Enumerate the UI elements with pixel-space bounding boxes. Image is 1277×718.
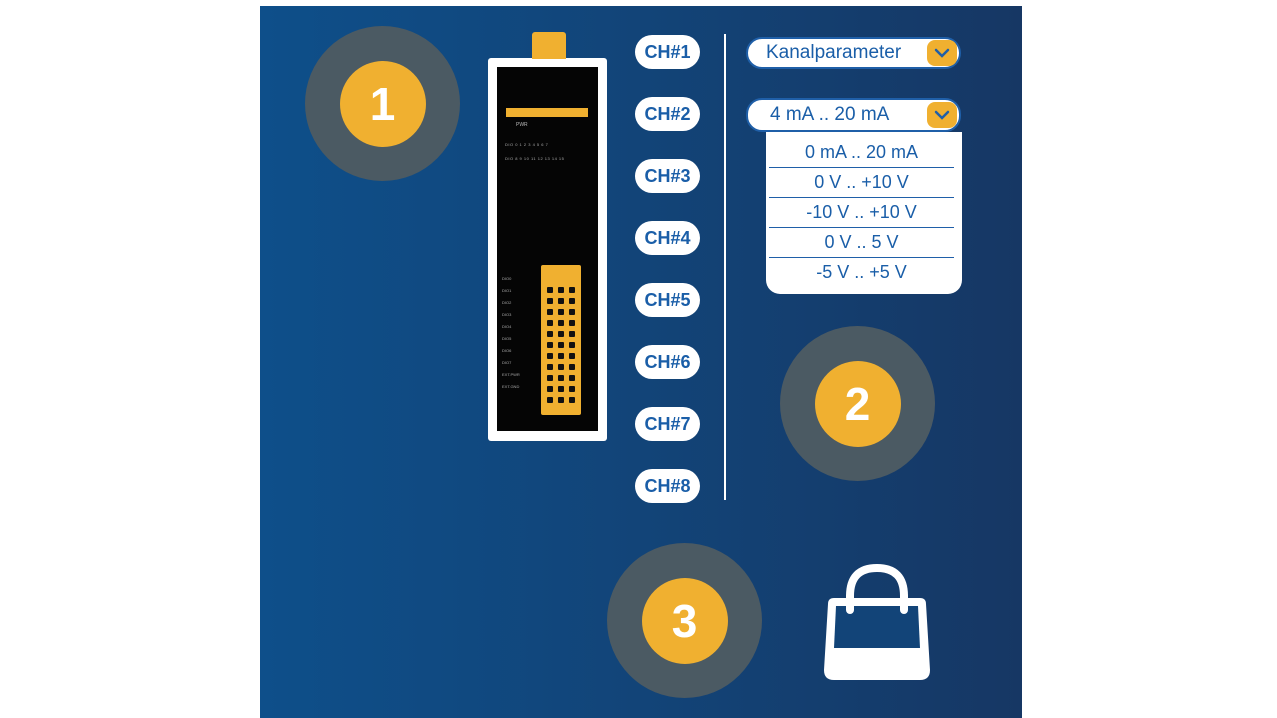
terminal-cell xyxy=(547,342,553,348)
terminal-cell xyxy=(547,386,553,392)
device-latch xyxy=(532,32,566,59)
channel-button-8[interactable]: CH#8 xyxy=(635,469,700,503)
device-pwr-label: PWR xyxy=(516,122,528,128)
step-3-badge: 3 xyxy=(607,543,762,698)
terminal-cell xyxy=(558,309,564,315)
terminal-cell xyxy=(547,397,553,403)
range-option[interactable]: -5 V .. +5 V xyxy=(816,262,907,282)
step-3-number: 3 xyxy=(641,577,728,664)
terminal-cell xyxy=(569,364,575,370)
terminal-cell xyxy=(547,320,553,326)
channel-button-6[interactable]: CH#6 xyxy=(635,345,700,379)
terminal-cell xyxy=(558,386,564,392)
terminal-cell xyxy=(569,320,575,326)
step-2-badge: 2 xyxy=(780,326,935,481)
channel-button-4[interactable]: CH#4 xyxy=(635,221,700,255)
terminal-cell xyxy=(547,353,553,359)
terminal-cell xyxy=(569,353,575,359)
channel-button-7[interactable]: CH#7 xyxy=(635,407,700,441)
range-option[interactable]: 0 mA .. 20 mA xyxy=(804,142,919,162)
terminal-cell xyxy=(547,309,553,315)
step-2-number: 2 xyxy=(814,360,901,447)
step-1-number: 1 xyxy=(339,60,426,147)
terminal-cell xyxy=(547,375,553,381)
io-module-image: PWR DIO 0 1 2 3 4 5 6 7 DIO 8 9 10 11 12… xyxy=(488,32,607,441)
terminal-cell xyxy=(569,287,575,293)
terminal-cell xyxy=(547,287,553,293)
terminal-cell xyxy=(558,364,564,370)
chevron-down-icon[interactable] xyxy=(927,102,957,128)
terminal-cell xyxy=(569,309,575,315)
option-separator xyxy=(769,197,954,198)
terminal-cell xyxy=(569,342,575,348)
option-separator xyxy=(769,257,954,258)
range-option[interactable]: -10 V .. +10 V xyxy=(806,202,917,222)
option-separator xyxy=(769,227,954,228)
terminal-cell xyxy=(558,331,564,337)
range-option[interactable]: 0 V .. 5 V xyxy=(824,232,899,252)
terminal-cell xyxy=(547,364,553,370)
channel-button-3[interactable]: CH#3 xyxy=(635,159,700,193)
channel-button-2[interactable]: CH#2 xyxy=(635,97,700,131)
chevron-down-icon[interactable] xyxy=(927,40,957,66)
configurator-panel: 1 PWR DIO 0 1 2 3 4 5 6 7 DIO 8 9 10 11 … xyxy=(260,6,1022,718)
device-front: PWR DIO 0 1 2 3 4 5 6 7 DIO 8 9 10 11 12… xyxy=(497,67,598,431)
terminal-cell xyxy=(569,331,575,337)
terminal-cell xyxy=(558,397,564,403)
terminal-cell xyxy=(558,353,564,359)
step-1-badge: 1 xyxy=(305,26,460,181)
terminal-cell xyxy=(558,298,564,304)
range-dropdown[interactable]: 4 mA .. 20 mA xyxy=(746,98,961,132)
terminal-cell xyxy=(569,375,575,381)
device-dio-row-2: DIO 8 9 10 11 12 13 14 15 xyxy=(505,156,565,161)
channel-button-5[interactable]: CH#5 xyxy=(635,283,700,317)
terminal-cell xyxy=(547,331,553,337)
range-options-list: 0 mA .. 20 mA 0 V .. +10 V -10 V .. +10 … xyxy=(766,132,962,294)
range-dropdown-selected: 4 mA .. 20 mA xyxy=(770,104,890,125)
device-dio-row-1: DIO 0 1 2 3 4 5 6 7 xyxy=(505,142,549,147)
terminal-cell xyxy=(558,342,564,348)
parameter-dropdown-label: Kanalparameter xyxy=(766,42,902,63)
device-stripe xyxy=(506,108,588,117)
parameter-dropdown[interactable]: Kanalparameter xyxy=(746,37,961,69)
divider-line xyxy=(724,34,726,500)
terminal-cell xyxy=(569,397,575,403)
terminal-cell xyxy=(558,320,564,326)
device-terminal-block xyxy=(541,265,581,415)
option-separator xyxy=(769,167,954,168)
terminal-cell xyxy=(569,386,575,392)
terminal-cell xyxy=(558,287,564,293)
range-option[interactable]: 0 V .. +10 V xyxy=(814,172,909,192)
terminal-cell xyxy=(547,298,553,304)
channel-button-1[interactable]: CH#1 xyxy=(635,35,700,69)
device-terminal-labels: DIO0 DIO1 DIO2 DIO3 DIO4 DIO5 DIO6 DIO7 … xyxy=(502,273,520,393)
shopping-bag-icon[interactable] xyxy=(820,562,934,684)
terminal-cell xyxy=(569,298,575,304)
terminal-labels-text: DIO0 DIO1 DIO2 DIO3 DIO4 DIO5 DIO6 DIO7 … xyxy=(502,276,520,389)
terminal-cell xyxy=(558,375,564,381)
